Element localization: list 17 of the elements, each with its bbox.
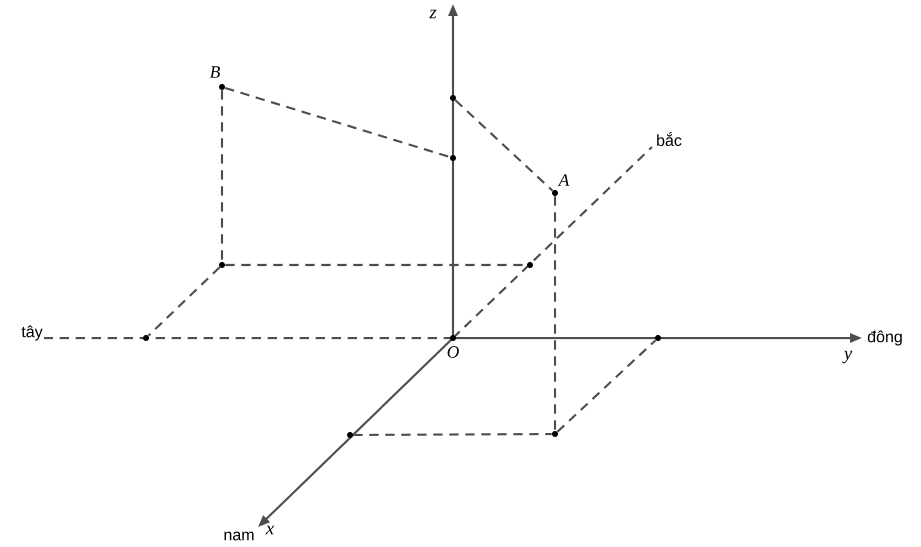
direction-label: đông <box>868 330 902 346</box>
direction-label: bắc <box>657 132 682 146</box>
point-label: A <box>558 174 570 186</box>
point-label: O <box>448 346 459 358</box>
dashed-line <box>220 90 224 262</box>
dashed-line <box>554 196 556 431</box>
point-label: B <box>210 66 220 78</box>
dashed-line <box>224 86 450 158</box>
dashed-line <box>148 266 220 337</box>
axis-label: y <box>842 350 852 364</box>
dashed-line <box>454 99 554 192</box>
direction-label: tây <box>22 326 43 340</box>
axis-label: z <box>429 10 436 18</box>
axis-label: x <box>266 526 274 534</box>
dashed-line <box>556 339 656 433</box>
direction-label: nam <box>224 532 254 540</box>
dashed-line <box>353 432 552 436</box>
